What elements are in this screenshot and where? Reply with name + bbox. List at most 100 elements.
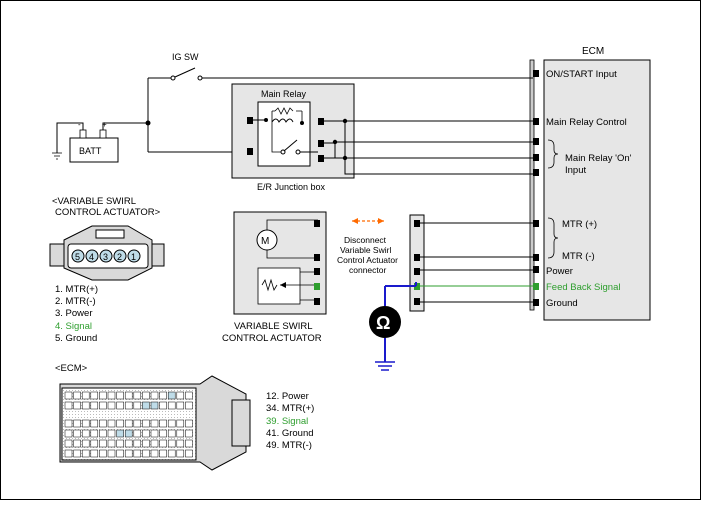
- ecm-pin-cell: [185, 419, 193, 428]
- ecm-pin-cell: [64, 439, 73, 448]
- ecm-pin-cell: [167, 419, 176, 428]
- battery-and-ig-switch: BATT - + IG SW: [52, 52, 533, 163]
- swirl-actuator: M VARIABLE SWIRL CONTROL ACTUATOR: [222, 211, 327, 344]
- ohmmeter: Ω: [369, 282, 417, 371]
- svg-text:1: 1: [131, 252, 136, 262]
- ecm-pin-cell: [167, 429, 176, 438]
- ecm-pin-cell: [150, 419, 159, 428]
- ecm-pin-cell: [185, 401, 193, 410]
- ecm-pin-cell: [73, 439, 81, 448]
- ecm-pin-cell: [159, 391, 167, 400]
- ecm-pin-cell: [142, 391, 150, 400]
- svg-text:3: 3: [103, 252, 108, 262]
- ecm-pin-cell: [185, 429, 193, 438]
- ecm-connector-heading: <ECM>: [55, 363, 88, 374]
- ecm-pin-cell: [73, 419, 81, 428]
- ecm-pin-cell: [124, 429, 133, 438]
- ecm-pin-cell: [167, 439, 176, 448]
- ecm-pin-cell: [116, 439, 124, 448]
- actuator-connector-heading-1: <VARIABLE SWIRL: [52, 196, 136, 207]
- ecm-legend-41: 41. Ground: [266, 428, 314, 439]
- actuator-pin-2: 2: [113, 249, 127, 263]
- ecm-pin-cell: [99, 439, 107, 448]
- ecm-pin-cell: [133, 439, 142, 448]
- ecm-pin-cell: [124, 419, 133, 428]
- ecm-pin-cell: [90, 439, 99, 448]
- ecm-pin-ground: Ground: [546, 298, 578, 309]
- junction-box-label: E/R Junction box: [257, 182, 326, 192]
- ecm-pin-cell: [81, 419, 90, 428]
- ecm-pin-cell: [176, 429, 185, 438]
- ecm-pin-feedback-signal: Feed Back Signal: [546, 282, 620, 293]
- ecm-pin-cell: [64, 391, 73, 400]
- ecm-pin-cell: [81, 429, 90, 438]
- ohm-symbol: Ω: [376, 313, 390, 333]
- actuator-pin-3: 3: [99, 249, 113, 263]
- ecm-pin-cell: [90, 401, 99, 410]
- ecm-pin-cell: [99, 449, 107, 458]
- actuator-connector-view: <VARIABLE SWIRL CONTROL ACTUATOR> 5 4 3 …: [49, 196, 165, 344]
- ecm-pin-cell: [99, 429, 107, 438]
- ecm-pin-cell: [81, 449, 90, 458]
- svg-text:5: 5: [75, 252, 80, 262]
- actuator-legend-4: 4. Signal: [55, 321, 92, 332]
- disconnect-line3: Control Actuator: [337, 255, 398, 265]
- ecm-pin-cell: [176, 449, 185, 458]
- ecm-pin-grid: [64, 391, 193, 458]
- ecm-pin-cell: [124, 401, 133, 410]
- ecm-pin-cell: [176, 401, 185, 410]
- ig-switch-label: IG SW: [172, 52, 199, 62]
- ecm-pin-cell: [73, 401, 81, 410]
- ecm-pin-cell: [176, 419, 185, 428]
- ecm-pin-cell: [73, 391, 81, 400]
- ecm-pin-cell: [142, 449, 150, 458]
- ecm-pin-cell: [133, 429, 142, 438]
- ecm-pin-power: Power: [546, 266, 573, 277]
- ecm-pin-cell: [167, 401, 176, 410]
- ecm-pin-cell: [124, 439, 133, 448]
- ecm-pin-cell: [142, 419, 150, 428]
- ecm-pin-cell: [142, 439, 150, 448]
- ecm-pin-cell: [167, 449, 176, 458]
- ecm-pin-cell: [185, 391, 193, 400]
- ecm-pin-cell: [185, 449, 193, 458]
- ecm-pin-cell: [150, 439, 159, 448]
- actuator-title-line2: CONTROL ACTUATOR: [222, 333, 322, 344]
- ecm-legend-39: 39. Signal: [266, 416, 308, 427]
- disconnect-note: Disconnect Variable Swirl Control Actuat…: [337, 218, 398, 275]
- ecm-pin-on-start: ON/START Input: [546, 69, 617, 80]
- ecm-pin-cell: [99, 401, 107, 410]
- actuator-legend-2: 2. MTR(-): [55, 296, 96, 307]
- ecm-pin-cell: [167, 391, 176, 400]
- ecm-pin-cell: [64, 449, 73, 458]
- ecm-pin-cell: [116, 401, 124, 410]
- ecm-pin-cell: [107, 449, 116, 458]
- ecm-pin-cell: [159, 429, 167, 438]
- ecm-pin-cell: [73, 429, 81, 438]
- actuator-connector-heading-2: CONTROL ACTUATOR>: [55, 207, 161, 218]
- ecm-pin-cell: [142, 401, 150, 410]
- ecm-pin-cell: [64, 429, 73, 438]
- actuator-legend-5: 5. Ground: [55, 333, 97, 344]
- actuator-legend-3: 3. Power: [55, 308, 93, 319]
- ecm-connector-view: <ECM> 12. Power 34. MTR(+) 39. Signal 41…: [55, 363, 314, 471]
- ecm-pin-cell: [107, 391, 116, 400]
- ecm-pin-cell: [116, 391, 124, 400]
- motor-symbol: M: [261, 236, 269, 247]
- ecm-pin-cell: [64, 419, 73, 428]
- ecm-pin-cell: [150, 401, 159, 410]
- ecm-pin-cell: [116, 449, 124, 458]
- ecm-pin-cell: [159, 439, 167, 448]
- ecm-pin-cell: [150, 449, 159, 458]
- ecm-legend-49: 49. MTR(-): [266, 440, 312, 451]
- ecm-pin-cell: [116, 429, 124, 438]
- actuator-pin-5: 5: [71, 249, 85, 263]
- ecm-pin-cell: [133, 401, 142, 410]
- ecm-pin-cell: [73, 449, 81, 458]
- actuator-title-line1: VARIABLE SWIRL: [234, 321, 313, 332]
- ecm-pin-cell: [107, 439, 116, 448]
- ecm-pin-cell: [90, 449, 99, 458]
- ecm-pin-cell: [185, 439, 193, 448]
